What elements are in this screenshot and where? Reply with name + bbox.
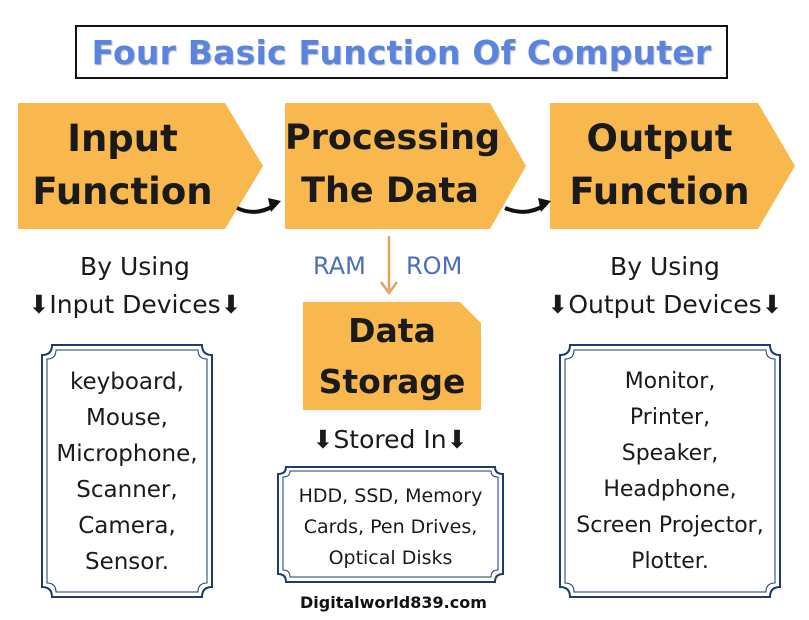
rom-label: ROM bbox=[406, 252, 463, 280]
list-item: Monitor, bbox=[624, 369, 716, 394]
output-function-shape bbox=[550, 103, 795, 229]
input-function-shape bbox=[18, 103, 263, 229]
input-devices-heading: ⬇Input Devices⬇ bbox=[10, 290, 260, 319]
list-item: keyboard, bbox=[70, 369, 184, 395]
stored-in-label: Stored In bbox=[333, 425, 447, 454]
input-devices-label: Input Devices bbox=[49, 290, 221, 319]
connector-arrow-2-icon bbox=[504, 198, 551, 214]
output-devices-frame bbox=[559, 344, 781, 598]
processing-shape bbox=[285, 103, 526, 229]
list-item: Cards, Pen Drives, bbox=[303, 516, 478, 538]
connector-arrow-1-icon bbox=[236, 198, 281, 214]
down-arrow-icon: ⬇ bbox=[446, 425, 468, 454]
input-function-label: Input Function bbox=[20, 112, 225, 218]
list-item: Plotter. bbox=[631, 549, 709, 574]
output-by-using: By Using bbox=[610, 252, 720, 281]
input-line2: Function bbox=[32, 170, 213, 213]
processing-label: Processing The Data bbox=[285, 112, 501, 218]
output-devices-list: Monitor, Printer, Speaker, Headphone, Sc… bbox=[565, 364, 775, 580]
page-title: Four Basic Function Of Computer bbox=[91, 32, 712, 72]
storage-line1: Data bbox=[348, 311, 436, 350]
down-arrow-icon: ⬇ bbox=[761, 290, 783, 319]
storage-devices-frame bbox=[277, 466, 504, 583]
input-line1: Input bbox=[67, 117, 178, 160]
list-item: HDD, SSD, Memory bbox=[298, 485, 483, 507]
input-devices-list: keyboard, Mouse, Microphone, Scanner, Ca… bbox=[47, 364, 207, 580]
list-item: Microphone, bbox=[56, 441, 198, 467]
output-devices-label: Output Devices bbox=[568, 290, 762, 319]
list-item: Optical Disks bbox=[328, 547, 453, 569]
storage-devices-list: HDD, SSD, Memory Cards, Pen Drives, Opti… bbox=[283, 481, 498, 574]
input-by-using: By Using bbox=[80, 252, 190, 281]
list-item: Printer, bbox=[629, 405, 711, 430]
stored-in-heading: ⬇Stored In⬇ bbox=[290, 425, 490, 454]
output-line1: Output bbox=[586, 117, 733, 160]
input-devices-frame bbox=[41, 344, 213, 598]
list-item: Sensor. bbox=[84, 549, 170, 575]
list-item: Speaker, bbox=[621, 441, 719, 466]
data-storage-shape bbox=[303, 302, 481, 410]
processing-line1: Processing bbox=[285, 118, 501, 158]
down-arrow-icon: ⬇ bbox=[547, 290, 569, 319]
output-line2: Function bbox=[569, 170, 750, 213]
down-arrow-icon: ⬇ bbox=[312, 425, 334, 454]
down-arrow-icon bbox=[379, 236, 399, 296]
footer-website: Digitalworld839.com bbox=[300, 593, 487, 612]
output-devices-heading: ⬇Output Devices⬇ bbox=[530, 290, 800, 319]
down-arrow-icon: ⬇ bbox=[220, 290, 242, 319]
title-box: Four Basic Function Of Computer bbox=[75, 25, 728, 79]
list-item: Screen Projector, bbox=[576, 513, 764, 538]
data-storage-label: Data Storage bbox=[303, 305, 481, 407]
list-item: Mouse, bbox=[86, 405, 168, 431]
list-item: Scanner, bbox=[76, 477, 178, 503]
storage-line2: Storage bbox=[318, 362, 466, 401]
list-item: Camera, bbox=[78, 513, 176, 539]
down-arrow-icon: ⬇ bbox=[28, 290, 50, 319]
processing-line2: The Data bbox=[301, 171, 479, 211]
list-item: Headphone, bbox=[603, 477, 737, 502]
ram-label: RAM bbox=[313, 252, 366, 280]
output-function-label: Output Function bbox=[552, 112, 767, 218]
